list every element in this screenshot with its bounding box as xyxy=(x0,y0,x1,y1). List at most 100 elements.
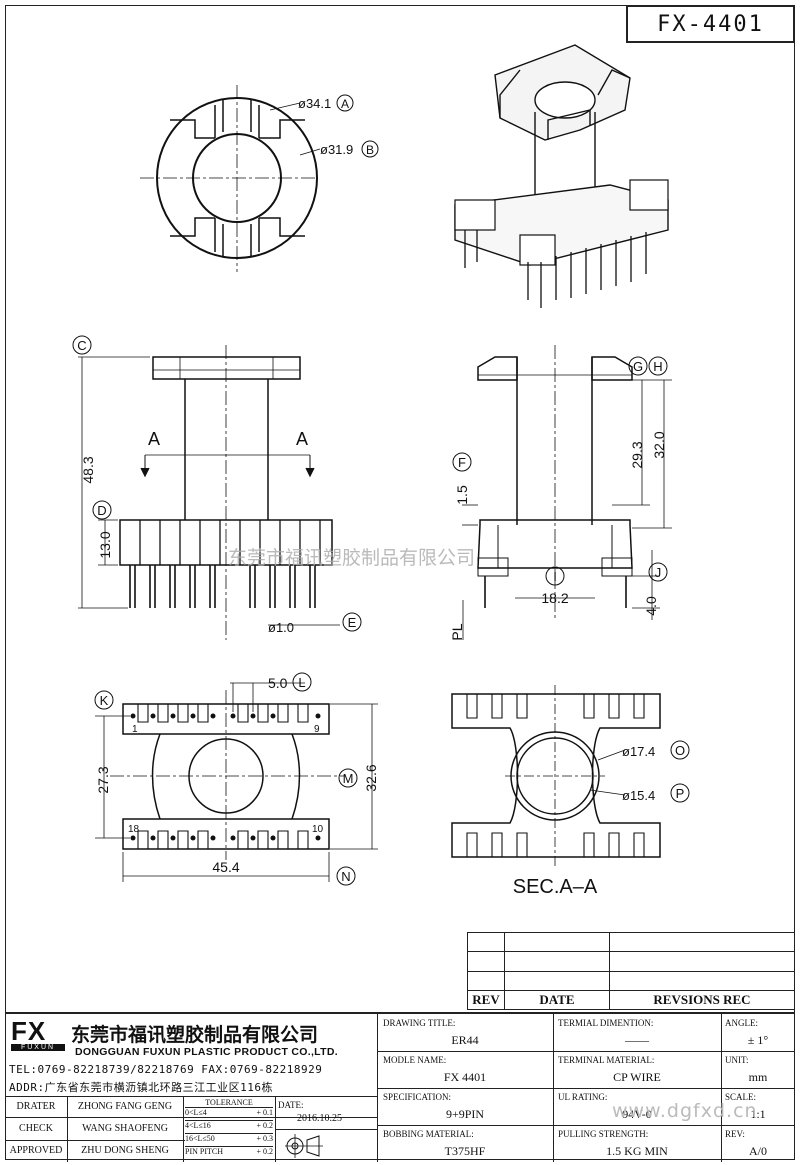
revision-table: REV DATE REVSIONS REC xyxy=(467,931,795,1011)
dim-48-3: 48.3 xyxy=(80,456,96,483)
ref-c: C xyxy=(77,338,86,353)
date-value: 2016.10.25 xyxy=(297,1113,342,1124)
rev-label: REV: xyxy=(725,1129,745,1139)
approved-name: ZHU DONG SHENG xyxy=(81,1145,169,1156)
tolerance-table: TOLERANCE 0<L≤4 + 0.1 4<L≤16 + 0.2 16<L≤50… xyxy=(185,1098,273,1159)
terminal-material: CP WIRE xyxy=(613,1070,661,1084)
bobbing-material: T375HF xyxy=(444,1144,486,1158)
bobbing-material-label: BOBBING MATERIAL: xyxy=(383,1129,474,1139)
ref-g: G xyxy=(633,359,643,374)
dim-18-2: 18.2 xyxy=(541,590,568,606)
dim-32-0: 32.0 xyxy=(651,431,667,458)
drawing-title-label: DRAWING TITLE: xyxy=(383,1018,456,1028)
dim-dia-a: ø34.1 xyxy=(298,96,331,111)
ref-p: P xyxy=(676,786,685,801)
dim-dia-b: ø31.9 xyxy=(320,142,353,157)
pulling-strength-label: PULLING STRENGTH: xyxy=(558,1129,649,1139)
date-label: DATE: xyxy=(278,1100,304,1110)
revisions-header: REVSIONS REC xyxy=(609,989,795,1011)
dim-4-0: 4.0 xyxy=(643,596,659,616)
title-block: FX FUXUN 东莞市福讯塑胶制品有限公司 DONGGUAN FUXUN PL… xyxy=(5,1012,795,1162)
ref-d: D xyxy=(97,503,106,518)
dim-13-0: 13.0 xyxy=(97,531,113,558)
tol3-range: 16<L≤50 xyxy=(185,1134,215,1143)
section-title: SEC.A–A xyxy=(513,876,598,898)
dim-45-4: 45.4 xyxy=(212,859,239,875)
dim-dia-p: ø15.4 xyxy=(622,788,655,803)
logo-text: FX xyxy=(11,1016,47,1046)
scale: 1:1 xyxy=(750,1107,766,1121)
ref-m: M xyxy=(343,771,354,786)
watermark-url: www.dgfxd.cn xyxy=(612,1100,758,1122)
check-name: WANG SHAOFENG xyxy=(82,1123,168,1134)
bottom-view: 1 9 18 10 K 27.3 5.0 L M 32.6 45.4 N xyxy=(94,672,379,886)
pin-label-10: 10 xyxy=(312,824,324,835)
pulling-strength: 1.5 KG MIN xyxy=(606,1144,668,1158)
check-label: CHECK xyxy=(19,1123,53,1134)
pin-label-1: 1 xyxy=(132,724,138,735)
ref-o: O xyxy=(675,743,685,758)
part-number-box: FX-4401 xyxy=(626,5,795,43)
part-number: FX-4401 xyxy=(657,11,764,37)
approved-label: APPROVED xyxy=(9,1145,63,1156)
ref-e: E xyxy=(348,615,357,630)
tolerance-label: TOLERANCE xyxy=(185,1098,273,1108)
dim-1-5: 1.5 xyxy=(454,485,470,505)
company-logo: FX FUXUN xyxy=(11,1016,65,1051)
watermark-company: 东莞市福讯塑胶制品有限公司 xyxy=(228,547,476,569)
terminal-dimension-label: TERMIAL DIMENTION: xyxy=(558,1018,654,1028)
front-view: A A C 48.3 D 13.0 ø1.0 E xyxy=(72,335,362,640)
dim-pin-dia: ø1.0 xyxy=(268,620,294,635)
company-address: ADDR:广东省东莞市横沥镇北环路三江工业区116栋 xyxy=(9,1081,273,1094)
ul-rating: 94V-0 xyxy=(622,1107,652,1121)
angle: ± 1° xyxy=(747,1033,769,1047)
ul-rating-label: UL RATING: xyxy=(558,1092,608,1102)
side-view: G H 29.3 32.0 F 1.5 I 18.2 J 4.0 PL xyxy=(449,345,672,641)
pin-label-9: 9 xyxy=(314,724,320,735)
ref-b: B xyxy=(366,143,374,157)
rev-header: REV xyxy=(467,989,505,1011)
date-header: DATE xyxy=(504,989,610,1011)
drawing-title: ER44 xyxy=(451,1033,479,1047)
ref-i: I xyxy=(553,569,557,584)
dim-pitch: 5.0 xyxy=(268,675,288,691)
company-tel: TEL:0769-82218739/82218769 FAX:0769-8221… xyxy=(9,1063,323,1076)
unit: mm xyxy=(748,1070,768,1084)
model-name-label: MODLE NAME: xyxy=(383,1055,447,1065)
terminal-dimension: —— xyxy=(625,1033,649,1047)
tol2-range: 4<L≤16 xyxy=(185,1121,211,1130)
top-view: ø34.1 A ø31.9 B xyxy=(140,85,379,272)
dim-dia-o: ø17.4 xyxy=(622,744,655,759)
projection-symbol-icon xyxy=(285,1134,323,1158)
ref-l: L xyxy=(298,675,305,690)
logo-sub: FUXUN xyxy=(11,1044,65,1051)
dim-27-3: 27.3 xyxy=(95,766,111,793)
ref-f: F xyxy=(458,455,466,470)
isometric-view xyxy=(454,44,669,308)
rev: A/0 xyxy=(749,1144,767,1158)
section-view: ø17.4 O ø15.4 P SEC.A–A xyxy=(451,685,690,898)
unit-label: UNIT: xyxy=(725,1055,749,1065)
section-mark-left: A xyxy=(148,429,160,449)
company-name-en: DONGGUAN FUXUN PLASTIC PRODUCT CO.,LTD. xyxy=(75,1046,338,1058)
tol1-range: 0<L≤4 xyxy=(185,1108,207,1117)
tol4-range: PIN PITCH xyxy=(185,1147,224,1156)
ref-n: N xyxy=(341,869,350,884)
company-name-cn: 东莞市福讯塑胶制品有限公司 xyxy=(71,1024,319,1046)
technical-drawing: ø34.1 A ø31.9 B xyxy=(72,44,690,898)
scale-label: SCALE: xyxy=(725,1092,757,1102)
tol1-val: + 0.1 xyxy=(256,1108,273,1117)
ref-j: J xyxy=(655,565,662,580)
dim-pl: PL xyxy=(449,623,465,640)
specification-label: SPECIFICATION: xyxy=(383,1092,452,1102)
ref-k: K xyxy=(100,693,109,708)
tol2-val: + 0.2 xyxy=(256,1121,273,1130)
angle-label: ANGLE: xyxy=(725,1018,758,1028)
ref-h: H xyxy=(653,359,662,374)
ref-a: A xyxy=(341,97,349,111)
specification: 9+9PIN xyxy=(445,1107,485,1121)
section-mark-right: A xyxy=(296,429,308,449)
drawing-frame xyxy=(5,5,795,1160)
dim-29-3: 29.3 xyxy=(629,441,645,468)
tol4-val: + 0.2 xyxy=(256,1147,273,1156)
